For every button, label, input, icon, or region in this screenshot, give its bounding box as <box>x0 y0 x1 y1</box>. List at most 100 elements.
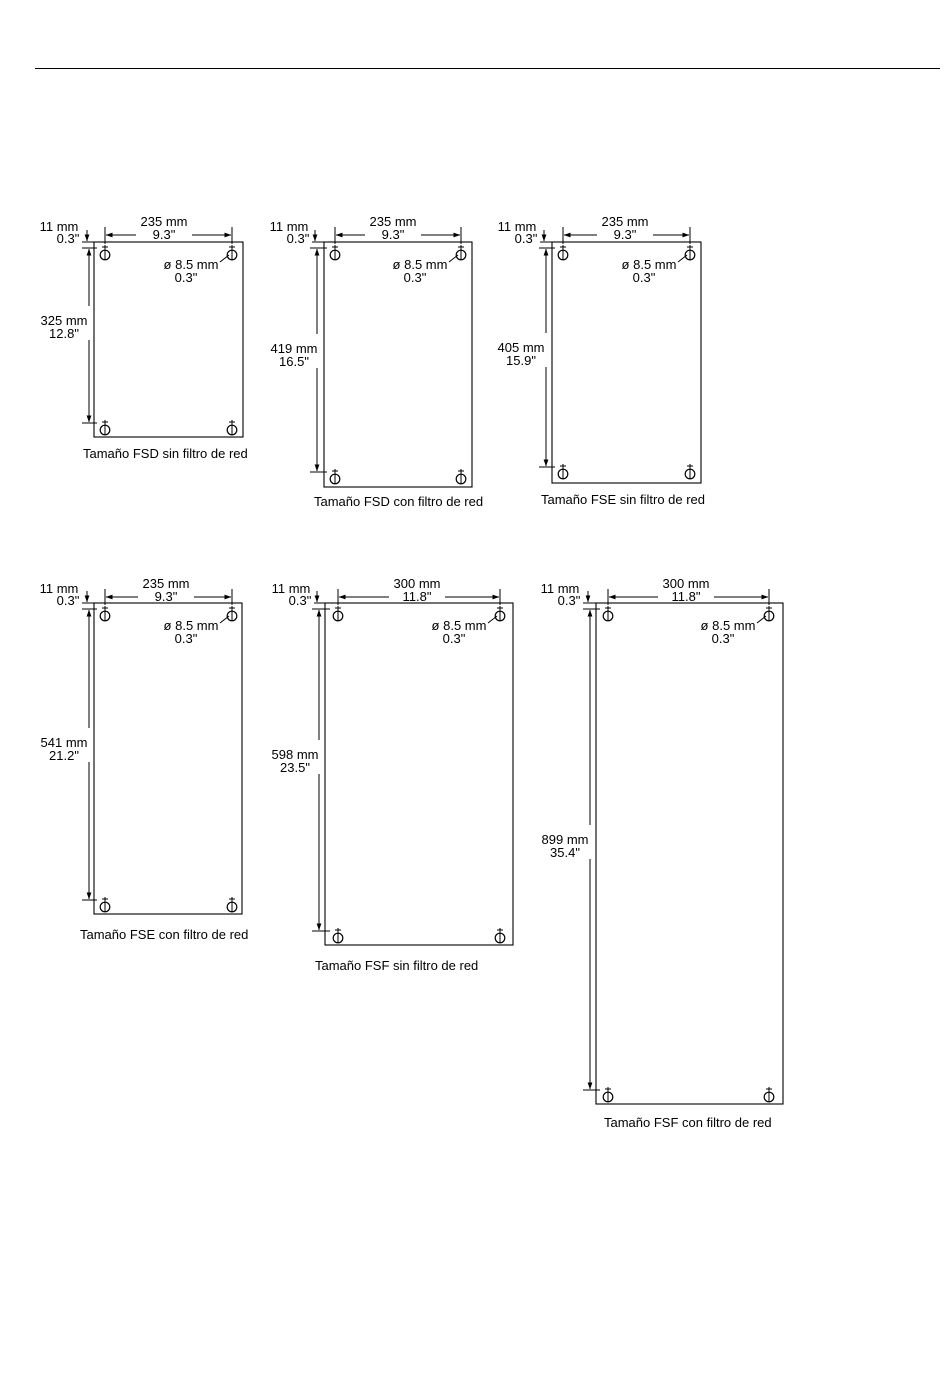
width-dimension: 235 mm9.3" <box>104 576 233 605</box>
hole-diameter-mm-label: ø 8.5 mm <box>432 618 487 633</box>
hole-diameter-in-label: 0.3" <box>443 631 466 646</box>
hole-diameter-in-label: 0.3" <box>404 270 427 285</box>
mounting-hole-icon <box>332 928 344 944</box>
plate-outline <box>323 241 473 488</box>
height-in-label: 16.5" <box>279 354 309 369</box>
offset-mm-label: 11 mm <box>40 581 79 596</box>
hole-diameter-mm-label: ø 8.5 mm <box>622 257 677 272</box>
offset-in-label: 0.3" <box>558 593 581 608</box>
mounting-hole-icon <box>226 420 238 436</box>
hole-diameter-callout: ø 8.5 mm0.3" <box>164 615 230 646</box>
plate-outline <box>595 602 784 1105</box>
offset-in-label: 0.3" <box>57 231 80 246</box>
drawing-caption: Tamaño FSE sin filtro de red <box>541 492 705 507</box>
height-mm-label: 419 mm <box>271 341 318 356</box>
height-mm-label: 325 mm <box>41 313 88 328</box>
offset-dimension: 11 mm0.3" <box>272 581 325 608</box>
hole-diameter-mm-label: ø 8.5 mm <box>393 257 448 272</box>
width-dimension: 235 mm9.3" <box>334 214 462 244</box>
mounting-hole-icon <box>455 469 467 485</box>
mounting-hole-icon <box>494 606 506 622</box>
hole-diameter-mm-label: ø 8.5 mm <box>164 257 219 272</box>
mounting-hole-icon <box>455 245 467 261</box>
offset-mm-label: 11 mm <box>541 581 580 596</box>
height-in-label: 35.4" <box>550 845 580 860</box>
width-mm-label: 235 mm <box>602 214 649 229</box>
height-in-label: 21.2" <box>49 748 79 763</box>
mounting-hole-icon <box>99 420 111 436</box>
offset-in-label: 0.3" <box>287 231 310 246</box>
hole-diameter-in-label: 0.3" <box>175 631 198 646</box>
drawing-caption: Tamaño FSD sin filtro de red <box>83 446 248 461</box>
mounting-hole-icon <box>494 928 506 944</box>
offset-mm-label: 11 mm <box>40 219 79 234</box>
height-mm-label: 405 mm <box>498 340 545 355</box>
drawing-caption: Tamaño FSF con filtro de red <box>604 1115 772 1130</box>
offset-dimension: 11 mm0.3" <box>270 219 324 246</box>
offset-in-label: 0.3" <box>289 593 312 608</box>
drawing-caption: Tamaño FSE con filtro de red <box>80 927 248 942</box>
mounting-hole-icon <box>226 897 238 913</box>
hole-diameter-callout: ø 8.5 mm0.3" <box>164 254 230 285</box>
mounting-hole-icon <box>557 245 569 261</box>
hole-diameter-mm-label: ø 8.5 mm <box>701 618 756 633</box>
width-mm-label: 300 mm <box>663 576 710 591</box>
offset-dimension: 11 mm0.3" <box>541 581 596 608</box>
width-in-label: 11.8" <box>672 589 701 604</box>
mounting-hole-icon <box>329 245 341 261</box>
plate-outline <box>93 602 243 915</box>
height-in-label: 23.5" <box>280 760 310 775</box>
offset-in-label: 0.3" <box>515 231 538 246</box>
height-mm-label: 541 mm <box>41 735 88 750</box>
mounting-hole-icon <box>329 469 341 485</box>
hole-diameter-callout: ø 8.5 mm0.3" <box>622 254 688 285</box>
hole-diameter-callout: ø 8.5 mm0.3" <box>432 615 498 646</box>
hole-diameter-in-label: 0.3" <box>175 270 198 285</box>
mounting-hole-icon <box>602 1087 614 1103</box>
mounting-hole-icon <box>763 1087 775 1103</box>
mounting-hole-icon <box>226 245 238 261</box>
plate-outline <box>551 241 702 484</box>
mounting-hole-icon <box>684 245 696 261</box>
width-in-label: 9.3" <box>614 227 637 242</box>
hole-diameter-callout: ø 8.5 mm0.3" <box>701 615 767 646</box>
width-mm-label: 235 mm <box>370 214 417 229</box>
offset-dimension: 11 mm0.3" <box>498 219 552 246</box>
width-in-label: 9.3" <box>155 589 178 604</box>
offset-mm-label: 11 mm <box>498 219 537 234</box>
drawing-caption: Tamaño FSF sin filtro de red <box>315 958 478 973</box>
offset-dimension: 11 mm0.3" <box>40 581 94 608</box>
width-mm-label: 300 mm <box>394 576 441 591</box>
width-mm-label: 235 mm <box>141 214 188 229</box>
mounting-hole-icon <box>684 464 696 480</box>
mounting-hole-icon <box>602 606 614 622</box>
hole-diameter-in-label: 0.3" <box>633 270 656 285</box>
plate-outline <box>93 241 244 438</box>
width-in-label: 9.3" <box>382 227 405 242</box>
height-mm-label: 598 mm <box>272 747 319 762</box>
width-dimension: 235 mm9.3" <box>104 214 233 244</box>
mounting-hole-icon <box>99 897 111 913</box>
mounting-hole-icon <box>99 606 111 622</box>
width-mm-label: 235 mm <box>143 576 190 591</box>
width-dimension: 235 mm9.3" <box>562 214 691 244</box>
mounting-hole-icon <box>763 606 775 622</box>
height-in-label: 15.9" <box>506 353 536 368</box>
drawing-caption: Tamaño FSD con filtro de red <box>314 494 483 509</box>
hole-diameter-callout: ø 8.5 mm0.3" <box>393 254 459 285</box>
plate-outline <box>324 602 514 946</box>
offset-dimension: 11 mm0.3" <box>40 219 94 246</box>
